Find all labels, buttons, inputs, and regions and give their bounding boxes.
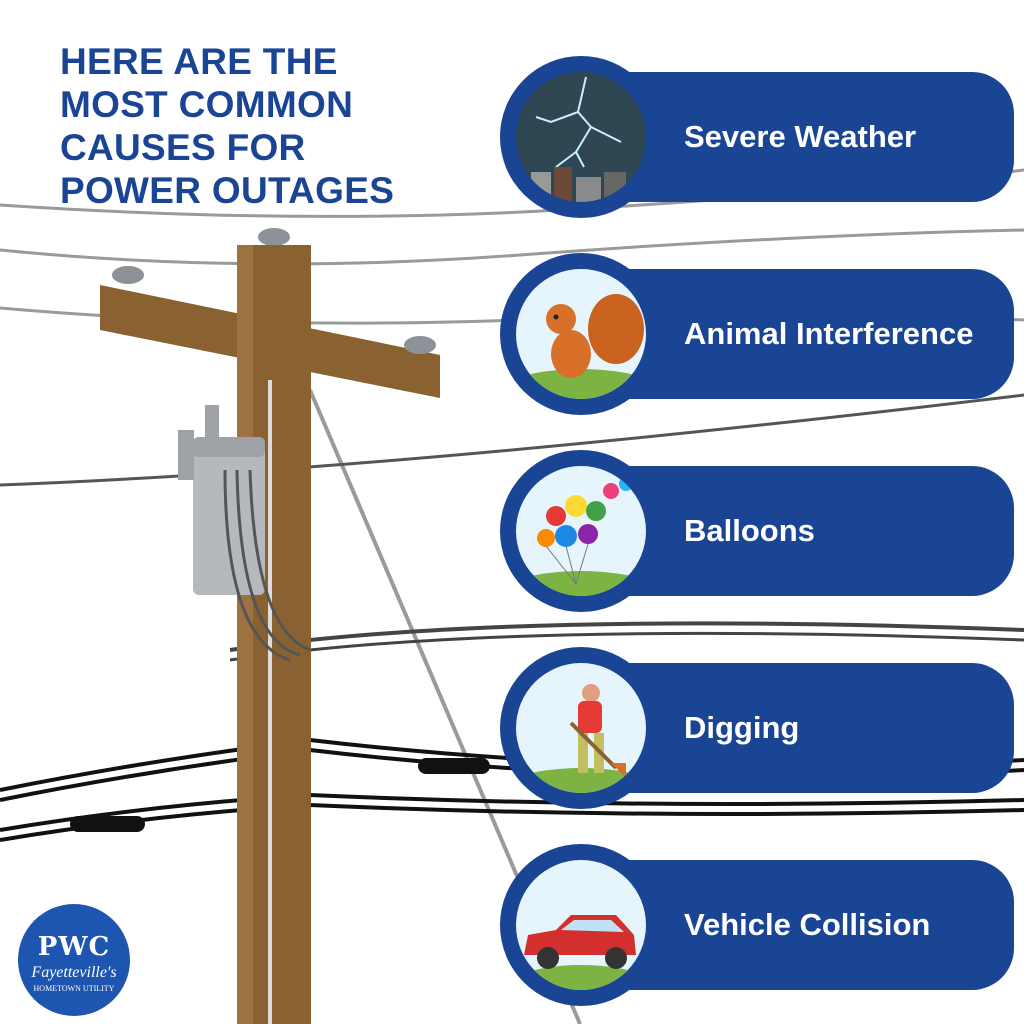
person-digging-icon xyxy=(516,663,646,793)
pwc-logo: PWC Fayetteville's HOMETOWN UTILITY xyxy=(18,904,130,1016)
cause-label: Digging xyxy=(684,710,800,745)
cause-severe-weather: Severe Weather xyxy=(500,52,1020,222)
cause-vehicle-collision: Vehicle Collision xyxy=(500,840,1020,1010)
balloons-icon xyxy=(516,466,646,596)
logo-tagline: Fayetteville's xyxy=(31,964,117,981)
cause-image-frame xyxy=(500,56,662,218)
cause-balloons: Balloons xyxy=(500,446,1020,616)
cause-image-frame xyxy=(500,647,662,809)
cause-label: Balloons xyxy=(684,513,815,548)
page-title: HERE ARE THE MOST COMMON CAUSES FOR POWE… xyxy=(60,40,394,212)
cause-banner xyxy=(620,269,1014,399)
cause-banner xyxy=(620,860,1014,990)
title-line: HERE ARE THE xyxy=(60,41,338,82)
lightning-storm-icon xyxy=(516,72,646,202)
squirrel-icon xyxy=(516,269,646,399)
cause-animal-interference: Animal Interference xyxy=(500,249,1020,419)
cause-banner xyxy=(620,72,1014,202)
car-icon xyxy=(516,860,646,990)
title-line: POWER OUTAGES xyxy=(60,170,395,211)
cause-label: Animal Interference xyxy=(684,316,974,351)
title-line: CAUSES FOR xyxy=(60,127,306,168)
cause-banner xyxy=(620,663,1014,793)
logo-subtitle: HOMETOWN UTILITY xyxy=(33,984,115,993)
logo-brand: PWC xyxy=(37,932,111,962)
cause-banner xyxy=(620,466,1014,596)
cause-label: Vehicle Collision xyxy=(684,907,931,942)
cause-image-frame xyxy=(500,450,662,612)
title-line: MOST COMMON xyxy=(60,84,354,125)
cause-image-frame xyxy=(500,844,662,1006)
cause-digging: Digging xyxy=(500,643,1020,813)
cause-label: Severe Weather xyxy=(684,119,917,154)
cause-image-frame xyxy=(500,253,662,415)
